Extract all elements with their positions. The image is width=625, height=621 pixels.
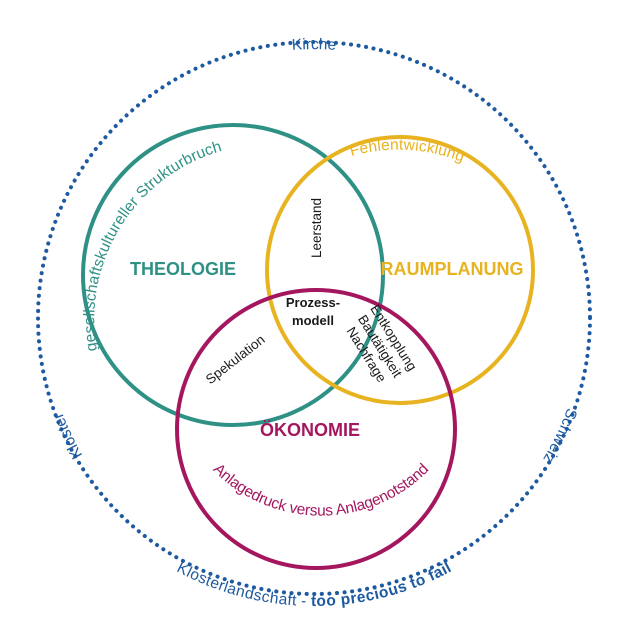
- outer-top-label: Kirche: [291, 36, 336, 54]
- outer-left-label: Kloster: [50, 410, 86, 461]
- intersection-raum-oeko-labels: Entkopplung Bautätigkeit Nachfrage: [344, 302, 420, 385]
- outer-dotted-circle: [36, 40, 592, 596]
- center-label-line-1: Prozess-: [286, 295, 340, 310]
- center-label-line-2: modell: [292, 313, 334, 328]
- raumplanung-label: RAUMPLANUNG: [381, 259, 524, 279]
- theologie-label: THEOLOGIE: [130, 259, 236, 279]
- intersection-spekulation-label: Spekulation: [203, 332, 268, 387]
- raumplanung-circle: [265, 135, 535, 405]
- oekonomie-circle: [175, 288, 457, 570]
- theologie-arc-label: gesellschaftskultureller Strukturbruch: [81, 138, 223, 352]
- theologie-circle: [81, 123, 385, 427]
- intersection-leerstand-label: Leerstand: [309, 198, 324, 258]
- oekonomie-label: ÖKONOMIE: [260, 420, 360, 440]
- oekonomie-arc-label: Anlagedruck versus Anlagenotstand: [210, 460, 432, 519]
- raumplanung-arc-label: Fehlentwicklung: [348, 137, 467, 166]
- outer-right-label: Schweiz: [539, 406, 580, 466]
